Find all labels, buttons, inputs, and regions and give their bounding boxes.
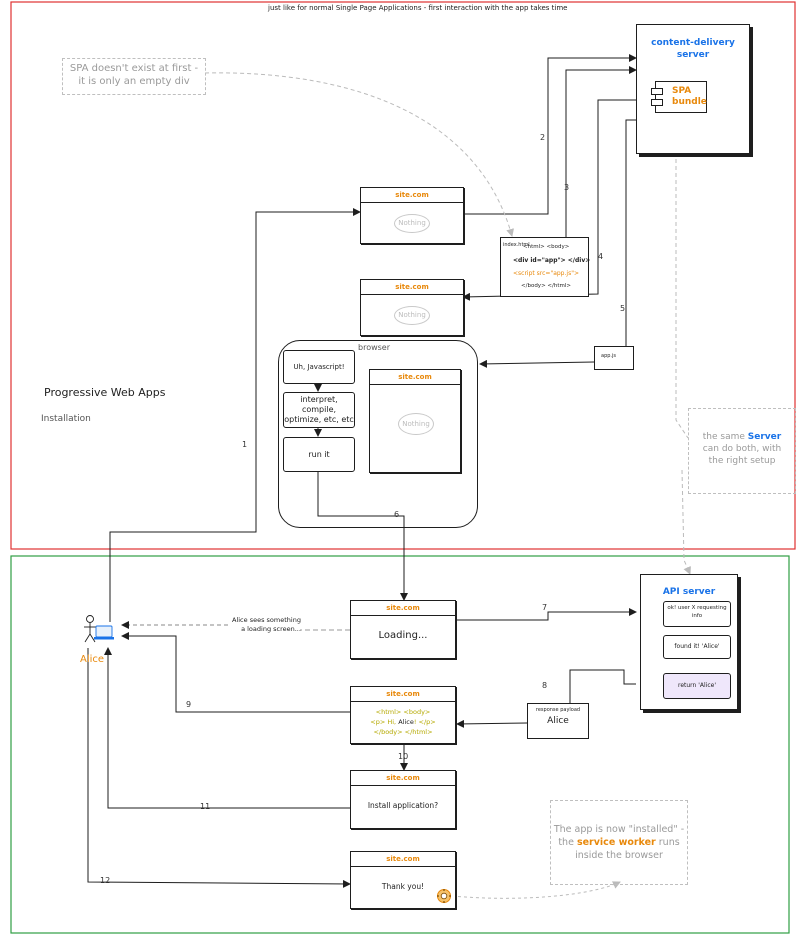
response-caption: response payload [535,707,581,713]
app-js-doc: app.js [594,346,634,370]
browser-label: browser [358,343,391,352]
step-number: 5 [620,304,626,313]
step-number: 7 [542,603,548,612]
html-line1: <html> <body> [375,708,431,716]
installed-line1: The app is now "installed" - [553,824,685,835]
step-interpret-text: interpret, compile, optimize, etc, etc [284,395,354,424]
green-frame [10,555,790,934]
step-number: 1 [242,440,248,449]
spa-note: SPA doesn't exist at first - it is only … [62,58,206,95]
step-number: 12 [100,876,111,885]
site-window-in-browser: site.com Nothing [369,369,461,473]
loading-note-line1: Alice sees something [232,616,301,624]
section-title: Progressive Web Apps [44,386,166,399]
spa-note-line1: SPA doesn't exist at first - [69,63,199,74]
cdn-title-line1: content-delivery [651,38,735,48]
spa-bundle: SPA bundle [651,81,707,113]
site-window-title: site.com [351,852,455,867]
app-js-label: app.js [601,353,616,359]
loading-note-line2: a loading screen... [241,625,301,633]
html-line3: </body> </html> [373,728,433,736]
alice-label: Alice [80,654,105,665]
site-window-html-result: site.com <html> <body> <p> Hi, Alice! </… [350,686,456,744]
index-html-doc: index.html <html> <body> <div id="app"> … [500,237,591,297]
site-window-empty-div: site.com Nothing [360,279,464,336]
api-step-request: ok! user X requesting info [663,601,731,627]
index-line2: <div id="app"> </div> [513,257,591,264]
site-window-install: site.com Install application? [350,770,456,829]
nothing-label: Nothing [398,413,434,435]
installed-line3: inside the browser [575,850,663,861]
step-uh-javascript: Uh, Javascript! [283,350,355,384]
step-number: 6 [394,510,400,519]
top-caption: just like for normal Single Page Applica… [268,4,568,12]
index-line4: </body> </html> [521,283,572,289]
installed-line2-highlight: service worker [576,837,656,848]
api-server-title: API server [662,587,716,597]
step-number: 3 [564,183,570,192]
step-number: 11 [200,802,211,811]
index-line3: <script src="app.js"> [513,270,579,277]
installed-line2-pre: the [558,837,577,848]
response-payload-doc: response payload Alice [527,703,589,739]
person-icon [84,615,114,643]
site-window-title: site.com [351,601,455,616]
site-window-title: site.com [370,370,460,385]
thank-you-text: Thank you! [381,882,425,891]
response-value: Alice [547,716,569,726]
loading-text: Loading... [378,630,428,641]
same-server-note: the same Server can do both, with the ri… [688,408,796,494]
html-line2-pre: <p> Hi, [370,718,399,726]
cdn-title-line2: server [676,50,710,60]
index-filename: index.html [503,242,530,248]
spa-note-line2: it is only an empty div [78,76,190,87]
nothing-label: Nothing [394,306,430,325]
nothing-label: Nothing [394,214,430,233]
loading-note: Alice sees something a loading screen... [232,616,301,634]
content-delivery-server: content-delivery server SPA bundle [636,24,750,154]
installed-note: The app is now "installed" - the service… [550,800,688,885]
site-window-title: site.com [361,188,463,203]
step-number: 2 [540,133,546,142]
install-prompt-text: Install application? [367,801,439,810]
section-subtitle: Installation [41,414,91,424]
step-number: 8 [542,681,548,690]
step-number: 10 [398,752,409,761]
installed-line2-post: runs [655,837,680,848]
same-server-highlight: Server [747,432,782,442]
html-line2-name: Alice [398,718,414,726]
gear-icon [436,888,452,904]
same-server-after: can do both, with the right setup [702,444,782,466]
site-window-loading: site.com Loading... [350,600,456,659]
api-step-return: return 'Alice' [663,673,731,699]
api-server: API server ok! user X requesting info fo… [640,574,738,710]
spa-bundle-line2: bundle [672,97,707,107]
site-window-initial: site.com Nothing [360,187,464,244]
red-frame [10,1,796,550]
browser-container [278,340,478,528]
step-number: 9 [186,700,192,709]
spa-bundle-line1: SPA [672,86,692,96]
same-server-before: the same [702,432,748,442]
site-window-title: site.com [351,771,455,786]
index-line1: <html> <body> [523,244,570,250]
step-number: 4 [598,252,604,261]
api-step-found: found it! 'Alice' [663,635,731,659]
step-interpret: interpret, compile, optimize, etc, etc [283,392,355,428]
step-run-it: run it [283,437,355,472]
alice-avatar [80,614,120,650]
site-window-title: site.com [361,280,463,295]
site-window-title: site.com [351,687,455,702]
html-line2-post: ! </p> [413,718,436,726]
